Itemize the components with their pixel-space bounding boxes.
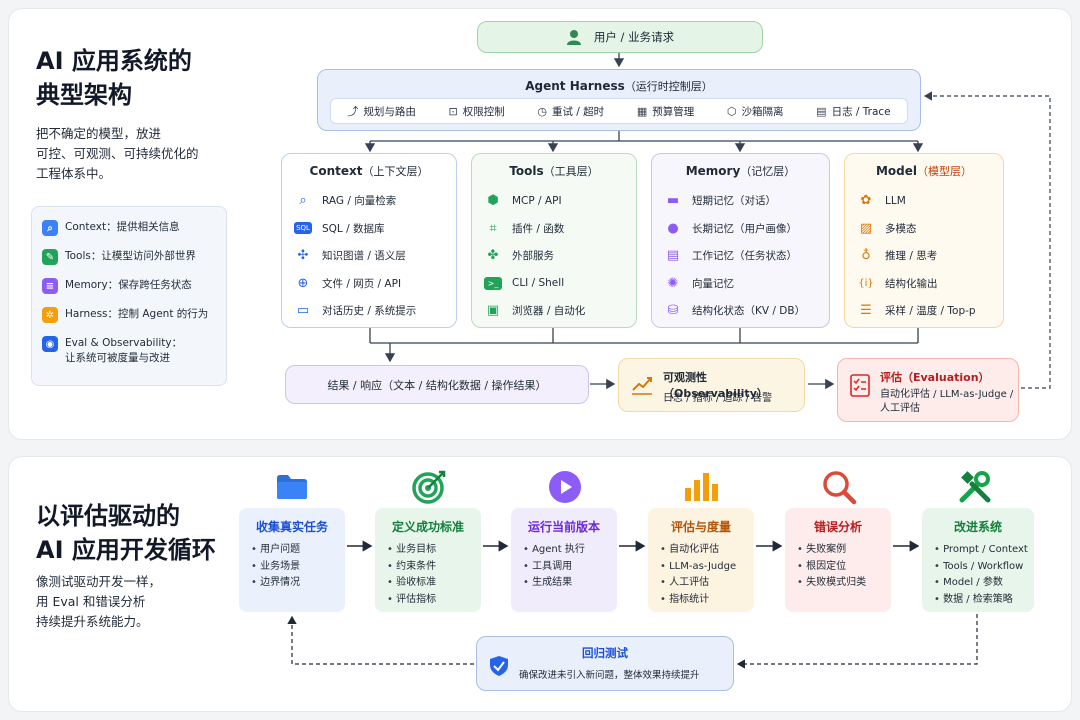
- legend-box: ⌕ Context：提供相关信息 ✎ Tools：让模型访问外部世界 ≡ Mem…: [31, 206, 227, 386]
- list-item: ▭对话历史 / 系统提示: [282, 297, 456, 325]
- harness-chip-permission: ⊡权限控制: [448, 104, 505, 118]
- eval-loop-title: 以评估驱动的 AI 应用开发循环: [36, 502, 216, 564]
- harness-chip-routing: ⤴规划与路由: [347, 105, 416, 118]
- harness-chip-sandbox: ⬡沙箱隔离: [726, 104, 784, 118]
- magnifier-icon: [819, 470, 859, 505]
- result-box: 结果 / 响应（文本 / 结构化数据 / 操作结果）: [285, 365, 589, 404]
- architecture-title: AI 应用系统的 典型架构: [36, 47, 192, 109]
- list-item: {i}结构化输出: [858, 277, 938, 290]
- step-error-analysis: 错误分析 失败案例 根因定位 失败模式归类: [785, 508, 891, 612]
- search-icon: ⌕: [42, 220, 58, 236]
- list-item: ✺向量记忆: [652, 270, 829, 298]
- route-icon: ⤴: [347, 105, 359, 118]
- tools-layer-card: Tools（工具层） ⬢MCP / API ⌗插件 / 函数 ✤外部服务 >_C…: [471, 153, 637, 328]
- list-item: ▣浏览器 / 自动化: [472, 297, 636, 325]
- tools-icon: [955, 470, 995, 504]
- observability-box: 可观测性（Observability） 日志 / 指标 / 追踪 / 告警: [618, 358, 805, 412]
- eye-icon: ◉: [42, 336, 58, 352]
- bulb-icon: ♁: [861, 248, 871, 264]
- globe-icon: ⊕: [297, 275, 309, 291]
- step-run-version: 运行当前版本 Agent 执行 工具调用 生成结果: [511, 508, 617, 612]
- sql-icon: SQL: [294, 222, 312, 235]
- list-item: ✿LLM: [845, 187, 1003, 215]
- list-item: ☰采样 / 温度 / Top-p: [845, 297, 1003, 325]
- clipboard-icon: ▤: [666, 248, 680, 264]
- wrench-icon: ✎: [42, 249, 58, 265]
- model-layer-card: Model（模型层） ✿LLM ▨多模态 ♁推理 / 思考 {i}结构化输出 ☰…: [844, 153, 1004, 328]
- calculator-icon: ▦: [636, 104, 648, 118]
- shield-check-icon: [490, 656, 508, 676]
- list-item: ●长期记忆（用户画像）: [652, 215, 829, 243]
- user-request-box: 用户 / 业务请求: [477, 21, 763, 53]
- step-evaluate: 评估与度量 自动化评估 LLM-as-Judge 人工评估 指标统计: [648, 508, 754, 612]
- graph-icon: ✣: [297, 248, 309, 264]
- clock-icon: ◷: [537, 104, 547, 118]
- list-item: ⌕RAG / 向量检索: [282, 187, 456, 215]
- legend-item-context: ⌕ Context：提供相关信息: [42, 220, 216, 236]
- list-item: ▤工作记忆（任务状态）: [652, 242, 829, 270]
- vector-icon: ✺: [667, 275, 679, 291]
- user-icon: [566, 30, 581, 45]
- list-item: >_CLI / Shell: [472, 270, 636, 298]
- bar-chart-icon: [681, 470, 721, 504]
- list-item: ✤外部服务: [472, 242, 636, 270]
- legend-item-harness: ✲ Harness：控制 Agent 的行为: [42, 307, 216, 323]
- person-icon: ●: [667, 220, 679, 236]
- architecture-description: 把不确定的模型，放进 可控、可观测、可持续优化的 工程体系中。: [36, 126, 199, 181]
- step-define-criteria: 定义成功标准 业务目标 约束条件 验收标准 评估指标: [375, 508, 481, 612]
- harness-chip-budget: ▦预算管理: [636, 104, 695, 118]
- memory-layer-card: Memory（记忆层） ▬短期记忆（对话） ●长期记忆（用户画像） ▤工作记忆（…: [651, 153, 830, 328]
- list-item: ▨多模态: [845, 215, 1003, 243]
- regression-test-box: 回归测试 确保改进未引入新问题，整体效果持续提升: [476, 636, 734, 691]
- legend-item-eval: ◉ Eval & Observability：让系统可被度量与改进: [42, 336, 216, 366]
- evaluation-box: 评估（Evaluation） 自动化评估 / LLM-as-Judge / 人工…: [837, 358, 1019, 422]
- search-icon: ⌕: [299, 193, 307, 209]
- lock-icon: ⊡: [448, 104, 458, 118]
- image-icon: ▨: [859, 220, 873, 236]
- harness-chip-log: ▤日志 / Trace: [816, 104, 891, 118]
- trend-chart-icon: [632, 377, 652, 395]
- sandbox-icon: ⬡: [726, 104, 737, 118]
- mcp-icon: ⬢: [487, 193, 499, 209]
- database-icon: ⛁: [667, 303, 679, 319]
- legend-item-tools: ✎ Tools：让模型访问外部世界: [42, 249, 216, 265]
- log-icon: ▤: [816, 104, 827, 118]
- legend-item-memory: ≡ Memory：保存跨任务状态: [42, 278, 216, 294]
- gear-icon: ✲: [42, 307, 58, 323]
- openai-icon: ✿: [860, 193, 872, 209]
- plugin-icon: ⌗: [489, 220, 497, 236]
- sliders-icon: ☰: [860, 303, 872, 319]
- target-icon: [409, 470, 449, 504]
- play-icon: [545, 470, 585, 504]
- checklist-icon: [850, 374, 870, 397]
- list-item: ⛁结构化状态（KV / DB）: [652, 297, 829, 325]
- browser-icon: ▣: [486, 303, 500, 319]
- eval-loop-description: 像测试驱动开发一样， 用 Eval 和错误分析 持续提升系统能力。: [36, 574, 162, 629]
- terminal-icon: >_: [484, 276, 502, 290]
- list-item: ⌗插件 / 函数: [472, 215, 636, 243]
- database-icon: ≡: [42, 278, 58, 294]
- harness-chip-bar: ⤴规划与路由 ⊡权限控制 ◷重试 / 超时 ▦预算管理 ⬡沙箱隔离 ▤日志 / …: [330, 98, 908, 124]
- step-improve-system: 改进系统 Prompt / Context Tools / Workflow M…: [922, 508, 1034, 612]
- braces-icon: {i}: [858, 277, 874, 289]
- folder-icon: [272, 470, 312, 504]
- list-item: ▬短期记忆（对话）: [652, 187, 829, 215]
- agent-harness-box: Agent Harness（运行时控制层） ⤴规划与路由 ⊡权限控制 ◷重试 /…: [317, 69, 921, 131]
- list-item: ♁推理 / 思考: [845, 242, 1003, 270]
- list-item: ⊕文件 / 网页 / API: [282, 270, 456, 298]
- chat-icon: ▭: [296, 303, 310, 319]
- service-icon: ✤: [487, 248, 499, 264]
- step-collect-tasks: 收集真实任务 用户问题 业务场景 边界情况: [239, 508, 345, 612]
- harness-chip-retry: ◷重试 / 超时: [537, 104, 605, 118]
- list-item: ✣知识图谱 / 语义层: [282, 242, 456, 270]
- dialog-icon: ▬: [666, 193, 680, 209]
- list-item: ⬢MCP / API: [472, 187, 636, 215]
